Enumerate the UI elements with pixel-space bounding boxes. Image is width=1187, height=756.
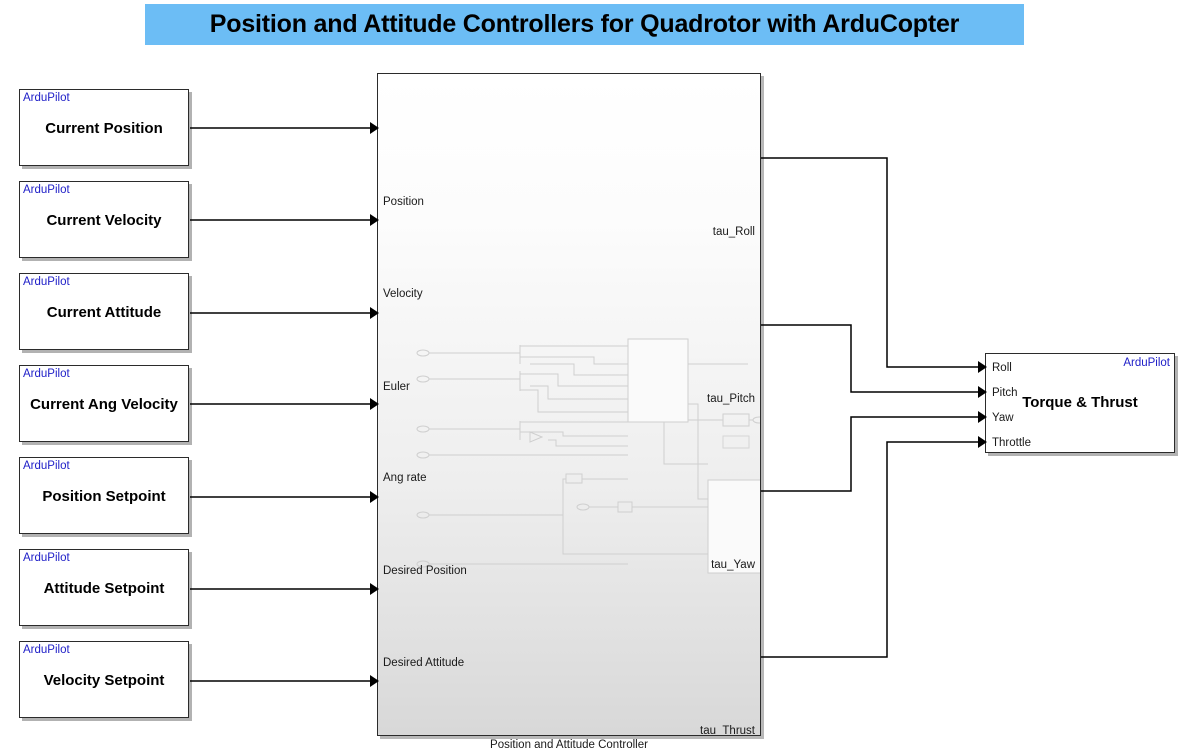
wire-current-attitude bbox=[190, 307, 379, 319]
source-block-label: Current Velocity bbox=[46, 212, 162, 229]
wire-tau-thrust-to-throttle bbox=[761, 436, 987, 658]
wire-tau-pitch-to-pitch bbox=[761, 324, 987, 398]
source-block-label: Position Setpoint bbox=[42, 488, 166, 505]
wire-velocity-setpoint bbox=[190, 675, 379, 687]
sink-input-port-pitch: Pitch bbox=[992, 387, 1018, 399]
wire-position-setpoint bbox=[190, 491, 379, 503]
sink-input-port-throttle: Throttle bbox=[992, 437, 1031, 449]
source-block-current-position[interactable]: ArduPilot Current Position bbox=[19, 89, 189, 166]
ardupilot-tag: ArduPilot bbox=[23, 552, 70, 564]
main-output-port-tau-yaw: tau_Yaw bbox=[711, 559, 755, 571]
source-block-current-ang-velocity[interactable]: ArduPilot Current Ang Velocity bbox=[19, 365, 189, 442]
source-block-label: Velocity Setpoint bbox=[43, 672, 165, 689]
ardupilot-tag: ArduPilot bbox=[23, 92, 70, 104]
sink-block-label: Torque & Thrust bbox=[1022, 394, 1138, 411]
source-block-position-setpoint[interactable]: ArduPilot Position Setpoint bbox=[19, 457, 189, 534]
source-block-current-velocity[interactable]: ArduPilot Current Velocity bbox=[19, 181, 189, 258]
sink-block-torque-thrust[interactable]: ArduPilot Roll Pitch Yaw Throttle Torque… bbox=[985, 353, 1175, 453]
ardupilot-tag: ArduPilot bbox=[23, 460, 70, 472]
main-input-port-desired-position: Desired Position bbox=[383, 565, 467, 577]
source-block-label: Attitude Setpoint bbox=[43, 580, 165, 597]
wire-current-position bbox=[190, 122, 379, 134]
ardupilot-tag: ArduPilot bbox=[23, 276, 70, 288]
source-block-attitude-setpoint[interactable]: ArduPilot Attitude Setpoint bbox=[19, 549, 189, 626]
source-block-label: Current Ang Velocity bbox=[30, 396, 178, 413]
main-input-port-desired-attitude: Desired Attitude bbox=[383, 657, 465, 669]
main-block-caption: Position and Attitude Controller bbox=[490, 739, 648, 751]
page-title-banner: Position and Attitude Controllers for Qu… bbox=[145, 4, 1024, 45]
main-input-port-ang-rate: Ang rate bbox=[383, 472, 427, 484]
main-subsystem-block[interactable]: Position Velocity Euler Ang rate Desired… bbox=[377, 73, 761, 736]
ardupilot-tag: ArduPilot bbox=[1123, 357, 1170, 369]
wire-tau-roll-to-roll bbox=[761, 157, 987, 373]
subsystem-preview-graphic bbox=[416, 338, 760, 574]
source-block-label: Current Position bbox=[45, 120, 163, 137]
wire-current-ang-velocity bbox=[190, 398, 379, 410]
ardupilot-tag: ArduPilot bbox=[23, 368, 70, 380]
source-block-current-attitude[interactable]: ArduPilot Current Attitude bbox=[19, 273, 189, 350]
source-block-label: Current Attitude bbox=[46, 304, 162, 321]
wire-current-velocity bbox=[190, 214, 379, 226]
sink-input-port-yaw: Yaw bbox=[992, 412, 1014, 424]
main-input-port-euler: Euler bbox=[383, 381, 410, 393]
main-input-port-position: Position bbox=[383, 196, 424, 208]
main-output-port-tau-thrust: tau_Thrust bbox=[700, 725, 755, 736]
main-input-port-velocity: Velocity bbox=[383, 288, 423, 300]
wire-tau-yaw-to-yaw bbox=[761, 411, 987, 492]
ardupilot-tag: ArduPilot bbox=[23, 644, 70, 656]
source-block-velocity-setpoint[interactable]: ArduPilot Velocity Setpoint bbox=[19, 641, 189, 718]
sink-input-port-roll: Roll bbox=[992, 362, 1012, 374]
page-title: Position and Attitude Controllers for Qu… bbox=[209, 10, 960, 38]
ardupilot-tag: ArduPilot bbox=[23, 184, 70, 196]
main-output-port-tau-roll: tau_Roll bbox=[712, 226, 755, 238]
wire-attitude-setpoint bbox=[190, 583, 379, 595]
main-output-port-tau-pitch: tau_Pitch bbox=[707, 393, 755, 405]
